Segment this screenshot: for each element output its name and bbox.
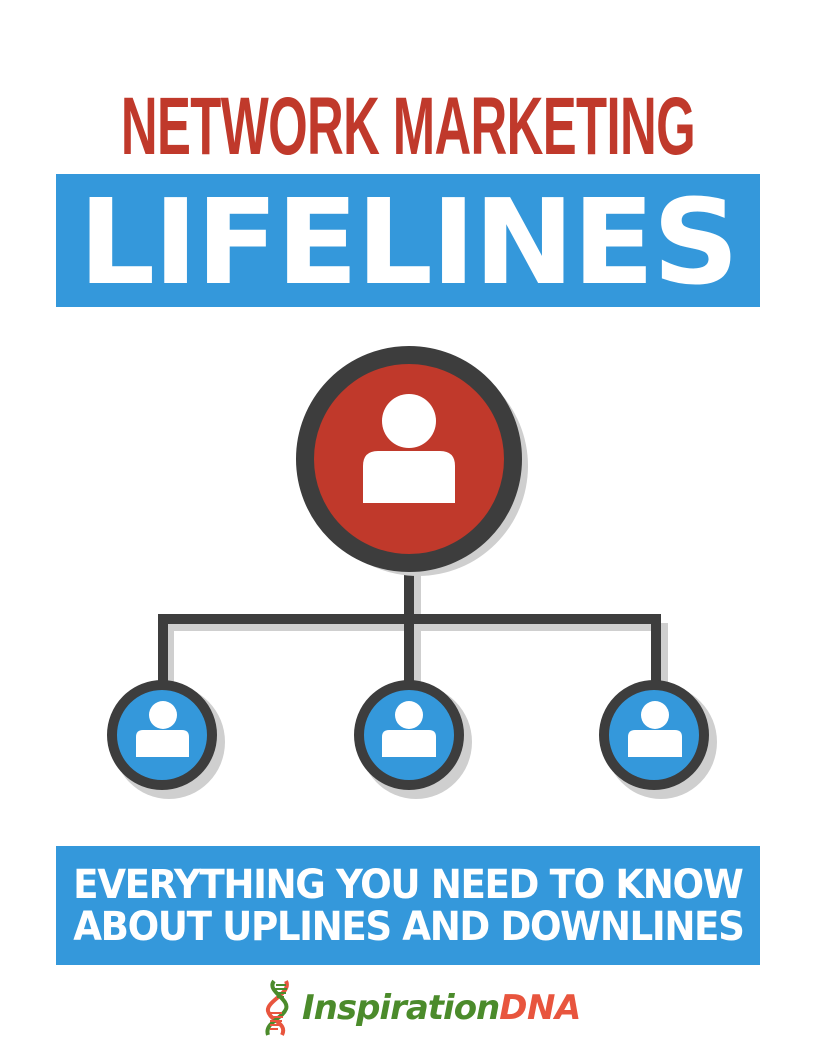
top-node-upline [296, 346, 528, 576]
person-icon [363, 394, 455, 503]
title-line-2-text: LIFELINES [78, 172, 740, 311]
logo-text-dna: DNA [499, 988, 581, 1028]
person-icon [382, 701, 436, 757]
child-node-downline-1 [107, 680, 225, 799]
connector-shadows [166, 570, 668, 685]
title-line-1-text: NETWORK MARKETING [120, 81, 696, 172]
subtitle-line-2: ABOUT UPLINES AND DOWNLINES [72, 903, 745, 950]
subtitle-line-1: EVERYTHING YOU NEED TO KNOW [73, 861, 744, 908]
connector-lines [158, 560, 661, 688]
child-node-downline-2 [354, 680, 472, 799]
subtitle-banner: EVERYTHING YOU NEED TO KNOW ABOUT UPLINE… [56, 846, 760, 965]
publisher-logo: InspirationDNA [258, 978, 581, 1038]
title-line-1: NETWORK MARKETING [56, 86, 760, 168]
child-node-downline-3 [599, 680, 717, 799]
person-icon [136, 701, 189, 757]
org-chart-diagram [107, 346, 717, 799]
logo-text-inspiration: Inspiration [302, 988, 500, 1028]
dna-helix-icon [258, 979, 296, 1037]
logo-wordmark: InspirationDNA [302, 991, 581, 1025]
title-banner: LIFELINES [56, 174, 760, 307]
person-icon [628, 701, 682, 757]
